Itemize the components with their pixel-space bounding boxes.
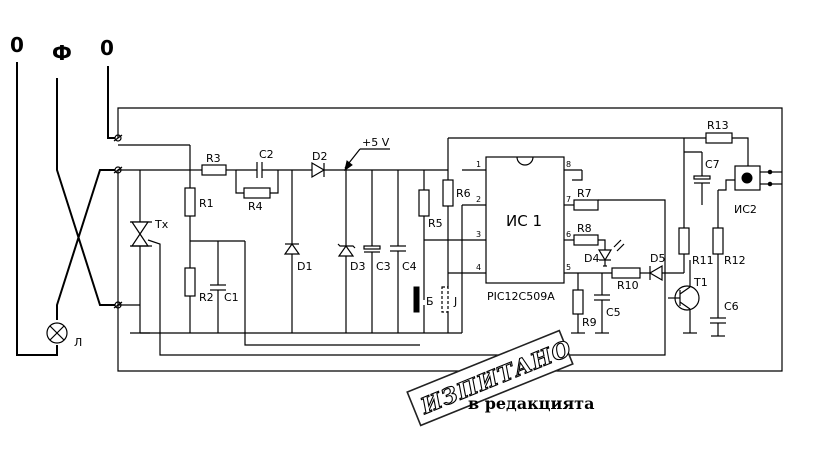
r2-label: R2 xyxy=(199,291,214,304)
r5-label: R5 xyxy=(428,217,443,230)
lamp-label: Л xyxy=(74,336,82,349)
capacitor-c4 xyxy=(390,170,406,333)
r7-label: R7 xyxy=(577,187,592,200)
ic2-label: ИС2 xyxy=(734,203,757,216)
pin7-label: 7 xyxy=(566,195,571,204)
divider-to-ic xyxy=(244,241,420,346)
r13-label: R13 xyxy=(707,119,729,132)
d2-label: D2 xyxy=(312,150,327,163)
ic1-chip xyxy=(424,156,612,333)
c7-label: C7 xyxy=(705,158,720,171)
d4-label: D4 xyxy=(584,252,599,265)
capacitor-c5 xyxy=(594,273,610,334)
switch-j-label: J xyxy=(453,295,457,308)
stamp-caption: в редакцията xyxy=(468,394,594,413)
pin3-label: 3 xyxy=(476,230,481,239)
pin2-label: 2 xyxy=(476,195,481,204)
c6-label: C6 xyxy=(724,300,739,313)
resistor-r11 xyxy=(678,138,690,273)
r12-label: R12 xyxy=(724,254,746,267)
resistor-r13 xyxy=(448,132,749,166)
r8-label: R8 xyxy=(577,222,592,235)
d3-label: D3 xyxy=(350,260,365,273)
transistor-t1-icon xyxy=(668,260,700,334)
pin5-label: 5 xyxy=(566,263,571,272)
led-d4-icon xyxy=(597,239,625,267)
capacitor-c3 xyxy=(363,170,381,333)
c4-label: C4 xyxy=(402,260,417,273)
resistor-r5 xyxy=(418,170,430,300)
capacitor-c6 xyxy=(710,317,726,337)
capacitor-c7 xyxy=(684,151,711,205)
pin1-label: 1 xyxy=(476,160,481,169)
switch-b-label: Б xyxy=(426,295,434,308)
r3-label: R3 xyxy=(206,152,221,165)
terminal-right-label: 0 xyxy=(100,36,114,60)
zener-d3 xyxy=(337,170,356,333)
lamp-icon xyxy=(46,322,68,344)
r9-label: R9 xyxy=(582,316,597,329)
c1-label: C1 xyxy=(224,291,239,304)
pin6-label: 6 xyxy=(566,230,571,239)
capacitor-c1 xyxy=(210,241,226,333)
resistor-r8 xyxy=(573,234,606,250)
diode-d5 xyxy=(648,264,684,282)
ic2-sensor-icon xyxy=(718,165,782,191)
outer-frame xyxy=(117,107,783,372)
r1-label: R1 xyxy=(199,197,214,210)
resistor-r6 xyxy=(442,170,454,273)
terminal-left-label: 0 xyxy=(10,33,24,57)
r11-label: R11 xyxy=(692,254,714,267)
resistor-r7 xyxy=(573,199,599,211)
pin8-label: 8 xyxy=(566,160,571,169)
resistor-r2 xyxy=(184,267,196,333)
d5-label: D5 xyxy=(650,252,665,265)
resistor-r1 xyxy=(184,187,196,268)
switch-b xyxy=(413,286,425,333)
d1-label: D1 xyxy=(297,260,312,273)
t1-label: T1 xyxy=(693,276,708,289)
r10-label: R10 xyxy=(617,279,639,292)
diode-d1 xyxy=(283,170,301,333)
ic1-label: ИС 1 xyxy=(506,212,542,230)
resistor-r10 xyxy=(611,267,650,279)
ic1-part-label: PIC12C509A xyxy=(487,290,555,303)
triac-label: Tx xyxy=(154,218,169,231)
resistor-r3 xyxy=(201,164,227,176)
pin4-label: 4 xyxy=(476,263,481,272)
supply-arrow-icon xyxy=(344,148,390,172)
resistor-r9 xyxy=(571,273,585,334)
c2-label: C2 xyxy=(259,148,274,161)
resistor-r4 xyxy=(235,170,279,199)
diode-d2 xyxy=(311,161,448,179)
switch-j xyxy=(441,273,449,333)
c3-label: C3 xyxy=(376,260,391,273)
resistor-r12 xyxy=(712,190,724,318)
c5-label: C5 xyxy=(606,306,621,319)
terminal-phase-label: Ф xyxy=(52,41,72,65)
capacitor-c2 xyxy=(236,162,312,178)
r4-label: R4 xyxy=(248,200,263,213)
left-rails xyxy=(118,144,191,306)
r6-label: R6 xyxy=(456,187,471,200)
mains-wiring xyxy=(16,62,118,356)
supply-label: +5 V xyxy=(362,136,390,149)
